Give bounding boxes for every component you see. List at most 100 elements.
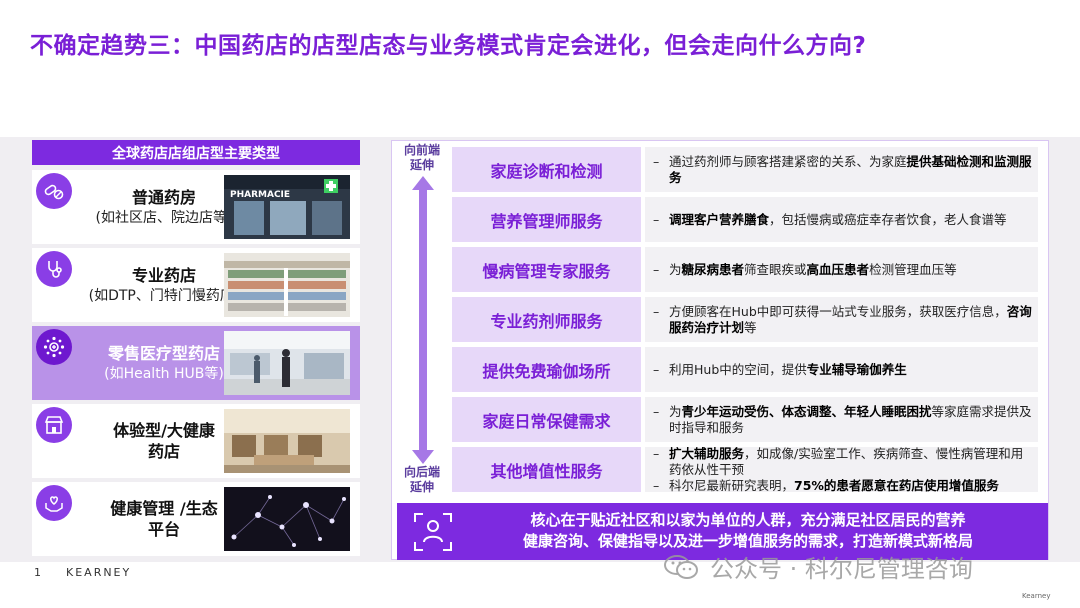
arrow-top-label-line: 延伸 xyxy=(409,158,434,172)
description-text: 扩大辅助服务，如成像/实验室工作、疾病筛查、慢性病管理和用药依从性干预 xyxy=(669,446,1032,478)
bullet-dash: – xyxy=(653,403,660,419)
store-type-name: 普通药房 xyxy=(131,187,196,207)
description-segment: 为 xyxy=(669,261,682,277)
footer-small-brand: Kearney xyxy=(1022,592,1051,600)
service-name: 慢病管理专家服务 xyxy=(452,247,641,292)
bullet-dash: – xyxy=(653,303,660,319)
description-line: –为青少年运动受伤、体态调整、年轻人睡眠困扰等家庭需求提供及时指导和服务 xyxy=(653,404,1032,436)
medical-network-icon xyxy=(36,329,72,365)
description-segment: 通过药剂师与顾客搭建紧密的关系、为家庭 xyxy=(669,153,907,169)
description-line: –扩大辅助服务，如成像/实验室工作、疾病筛查、慢性病管理和用药依从性干预 xyxy=(653,446,1032,478)
service-name: 家庭诊断和检测 xyxy=(452,147,641,192)
bullet-dash: – xyxy=(653,445,660,461)
page-title: 不确定趋势三：中国药店的店型店态与业务模式肯定会进化，但会走向什么方向? xyxy=(30,33,867,59)
store-type-name-line: 健康管理 /生态 xyxy=(110,499,218,518)
description-segment: 等 xyxy=(744,319,757,335)
service-name: 其他增值性服务 xyxy=(452,447,641,492)
description-text: 调理客户营养膳食，包括慢病或癌症幸存者饮食，老人食谱等 xyxy=(669,212,1007,228)
bullet-dash: – xyxy=(653,477,660,493)
service-description: –通过药剂师与顾客搭建紧密的关系、为家庭提供基础检测和监测服务 xyxy=(645,147,1038,192)
storefront-icon xyxy=(36,407,72,443)
description-line: –为糖尿病患者筛查眼疾或高血压患者检测管理血压等 xyxy=(653,262,1032,278)
service-description: –为糖尿病患者筛查眼疾或高血压患者检测管理血压等 xyxy=(645,247,1038,292)
description-segment: 检测管理血压等 xyxy=(869,261,957,277)
store-type-experience-health-store: 体验型/大健康 药店 xyxy=(32,404,360,478)
core-message-line: 核心在于贴近社区和以家为单位的人群，充分满足社区居民的营养 xyxy=(530,511,966,529)
store-type-text: 健康管理 /生态 平台 xyxy=(68,482,260,556)
arrow-bottom-label: 向后端 延伸 xyxy=(396,465,448,495)
description-bold-segment: 青少年运动受伤、体态调整、年轻人睡眠困扰 xyxy=(681,403,932,419)
heart-hands-icon xyxy=(36,485,72,521)
description-text: 方便顾客在Hub中即可获得一站式专业服务，获取医疗信息，咨询服药治疗计划等 xyxy=(669,304,1032,336)
description-text: 科尔尼最新研究表明，75%的患者愿意在药店使用增值服务 xyxy=(669,478,999,494)
description-segment: ，如成像/实验室工作、疾病筛查、慢性病管理和用药依从性干预 xyxy=(669,445,1024,477)
service-name: 专业药剂师服务 xyxy=(452,297,641,342)
arrow-bottom-label-line: 延伸 xyxy=(409,480,434,494)
description-text: 为糖尿病患者筛查眼疾或高血压患者检测管理血压等 xyxy=(669,262,957,278)
description-line: –科尔尼最新研究表明，75%的患者愿意在药店使用增值服务 xyxy=(653,478,1032,494)
store-type-text: 普通药房 (如社区店、院边店等) xyxy=(68,170,260,244)
bullet-dash: – xyxy=(653,261,660,277)
description-line: –方便顾客在Hub中即可获得一站式专业服务，获取医疗信息，咨询服药治疗计划等 xyxy=(653,304,1032,336)
bullet-dash: – xyxy=(653,361,660,377)
health-hub-photo xyxy=(224,331,350,395)
description-segment: 等家庭需求提供及时指导和服务 xyxy=(669,403,1032,435)
service-description: –扩大辅助服务，如成像/实验室工作、疾病筛查、慢性病管理和用药依从性干预–科尔尼… xyxy=(645,446,1038,494)
experience-store-photo xyxy=(224,409,350,473)
store-type-regular-pharmacy: 普通药房 (如社区店、院边店等) PHARMACIE xyxy=(32,170,360,244)
arrow-bottom-label-line: 向后端 xyxy=(403,465,440,479)
left-panel-header: 全球药店店组店型主要类型 xyxy=(32,140,360,165)
wechat-icon xyxy=(664,554,698,579)
double-arrow-icon xyxy=(412,176,434,464)
store-type-name: 专业药店 xyxy=(131,265,196,285)
store-type-name-line: 体验型/大健康 xyxy=(113,421,215,440)
description-bold-segment: 调理客户营养膳食 xyxy=(669,211,770,227)
description-segment: 筛查眼疾或 xyxy=(744,261,807,277)
store-type-text: 体验型/大健康 药店 xyxy=(68,404,260,478)
arrow-top-label-line: 向前端 xyxy=(403,143,440,157)
description-text: 为青少年运动受伤、体态调整、年轻人睡眠困扰等家庭需求提供及时指导和服务 xyxy=(669,404,1032,436)
store-type-name-line: 平台 xyxy=(147,520,180,539)
description-line: –调理客户营养膳食，包括慢病或癌症幸存者饮食，老人食谱等 xyxy=(653,212,1032,228)
watermark: 公众号 · 科尔尼管理咨询 xyxy=(664,549,973,584)
description-bold-segment: 糖尿病患者 xyxy=(681,261,745,277)
description-line: –利用Hub中的空间，提供专业辅导瑜伽养生 xyxy=(653,362,1032,378)
store-type-sub: (如Health HUB等) xyxy=(104,365,224,382)
specialty-pharmacy-photo xyxy=(224,253,350,317)
service-description: –利用Hub中的空间，提供专业辅导瑜伽养生 xyxy=(645,347,1038,392)
pharmacie-sign-text: PHARMACIE xyxy=(230,190,290,200)
description-line: –通过药剂师与顾客搭建紧密的关系、为家庭提供基础检测和监测服务 xyxy=(653,154,1032,186)
store-type-name-line: 药店 xyxy=(147,442,180,461)
service-name: 营养管理师服务 xyxy=(452,197,641,242)
description-bold-segment: 提供基础检测和监测服务 xyxy=(669,153,1032,185)
store-type-name: 零售医疗型药店 xyxy=(107,343,220,363)
person-focus-icon xyxy=(414,513,452,551)
pills-icon xyxy=(36,173,72,209)
store-type-health-management-platform: 健康管理 /生态 平台 xyxy=(32,482,360,556)
description-text: 通过药剂师与顾客搭建紧密的关系、为家庭提供基础检测和监测服务 xyxy=(669,154,1032,186)
description-bold-segment: 扩大辅助服务 xyxy=(669,445,745,461)
service-description: –方便顾客在Hub中即可获得一站式专业服务，获取医疗信息，咨询服药治疗计划等 xyxy=(645,297,1038,342)
store-type-text: 专业药店 (如DTP、门特门慢药店) xyxy=(68,248,260,322)
service-description: –调理客户营养膳食，包括慢病或癌症幸存者饮食，老人食谱等 xyxy=(645,197,1038,242)
service-name: 家庭日常保健需求 xyxy=(452,397,641,442)
core-message-text: 核心在于贴近社区和以家为单位的人群，充分满足社区居民的营养 健康咨询、保健指导以… xyxy=(461,510,1035,552)
core-message-box: 核心在于贴近社区和以家为单位的人群，充分满足社区居民的营养 健康咨询、保健指导以… xyxy=(397,503,1048,560)
bullet-dash: – xyxy=(653,153,660,169)
page-number: 1 xyxy=(34,566,41,579)
pharmacy-photo: PHARMACIE xyxy=(224,175,350,239)
description-bold-segment: 专业辅导瑜伽养生 xyxy=(806,361,907,377)
description-segment: 利用Hub中的空间，提供 xyxy=(669,361,807,377)
watermark-text: 公众号 · 科尔尼管理咨询 xyxy=(710,555,973,583)
stethoscope-icon xyxy=(36,251,72,287)
service-name: 提供免费瑜伽场所 xyxy=(452,347,641,392)
arrow-top-label: 向前端 延伸 xyxy=(396,143,448,173)
store-type-specialty-pharmacy: 专业药店 (如DTP、门特门慢药店) xyxy=(32,248,360,322)
store-type-sub: (如DTP、门特门慢药店) xyxy=(88,287,240,304)
description-segment: 科尔尼最新研究表明， xyxy=(669,477,795,493)
bullet-dash: – xyxy=(653,211,660,227)
description-bold-segment: 高血压患者 xyxy=(806,261,870,277)
store-type-sub: (如社区店、院边店等) xyxy=(95,209,233,226)
footer-brand: KEARNEY xyxy=(66,566,132,579)
description-bold-segment: 75%的患者愿意在药店使用增值服务 xyxy=(794,477,999,493)
